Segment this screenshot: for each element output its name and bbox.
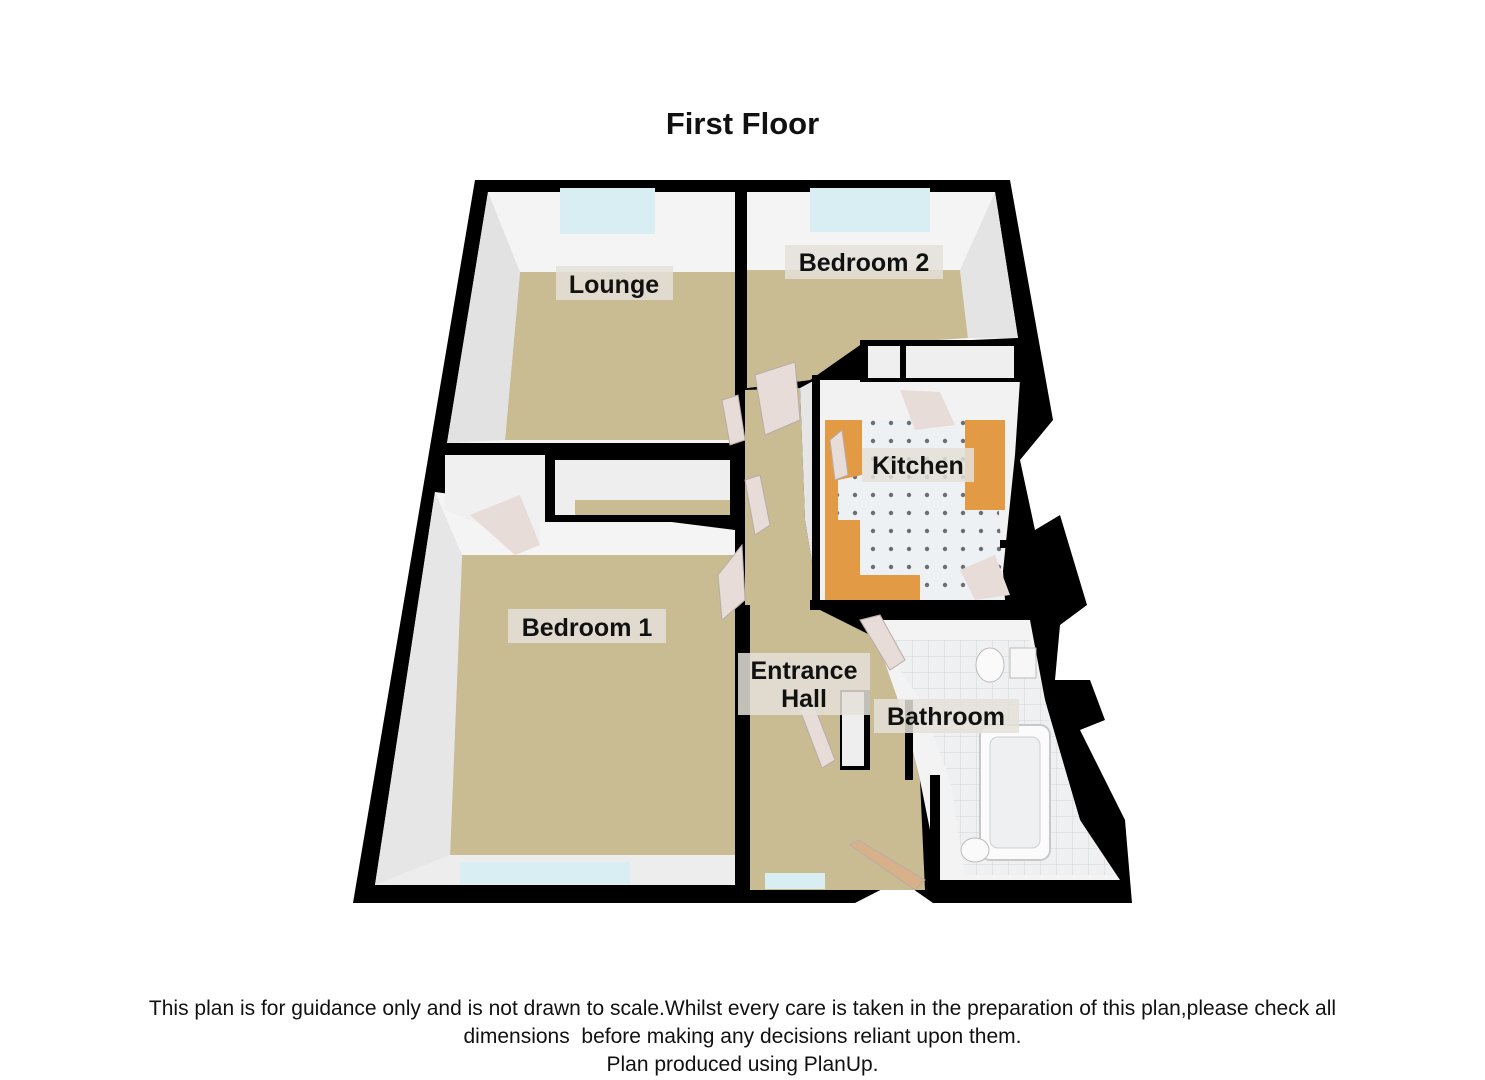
label-bedroom-1: Bedroom 1 xyxy=(522,614,653,642)
basin xyxy=(960,837,990,863)
disclaimer-line-2: dimensions before making any decisions r… xyxy=(463,1025,1022,1048)
label-bedroom-2: Bedroom 2 xyxy=(799,249,930,277)
bedroom-1-window xyxy=(460,862,630,884)
kitchen-door xyxy=(829,429,849,481)
bedroom-2-window xyxy=(810,188,930,232)
lounge-room xyxy=(447,188,735,443)
label-entrance-hall-line1: Entrance xyxy=(751,657,858,685)
label-lounge: Lounge xyxy=(569,271,659,299)
bedroom2-door xyxy=(754,361,801,436)
disclaimer: This plan is for guidance only and is no… xyxy=(0,995,1485,1079)
bedroom-2-room xyxy=(747,188,1018,388)
bedroom1-door xyxy=(717,543,746,622)
interior-walls xyxy=(435,182,1060,890)
label-kitchen: Kitchen xyxy=(872,452,964,480)
label-bathroom: Bathroom xyxy=(887,703,1005,731)
doors xyxy=(717,361,926,891)
wardrobe-door xyxy=(744,474,771,536)
label-entrance-hall-line2: Hall xyxy=(781,685,827,713)
disclaimer-line-1: This plan is for guidance only and is no… xyxy=(148,997,1337,1020)
toilet xyxy=(975,647,1005,683)
front-door xyxy=(849,839,926,891)
lounge-window xyxy=(560,188,655,234)
disclaimer-line-3: Plan produced using PlanUp. xyxy=(606,1053,879,1076)
lounge-door xyxy=(721,394,746,446)
room-labels: Lounge Bedroom 2 Kitchen Bedroom 1 Entra… xyxy=(508,245,1019,733)
wardrobe-block xyxy=(445,452,735,555)
bedroom-1-room xyxy=(375,492,735,885)
bathroom-door xyxy=(859,614,906,671)
front-door-window xyxy=(765,873,825,889)
cupboards-top xyxy=(860,340,1020,382)
kitchen-room xyxy=(815,380,1020,602)
kitchen-worktop-right xyxy=(965,420,1005,510)
kitchen-worktop xyxy=(825,420,920,600)
floor-title: First Floor xyxy=(665,106,820,141)
